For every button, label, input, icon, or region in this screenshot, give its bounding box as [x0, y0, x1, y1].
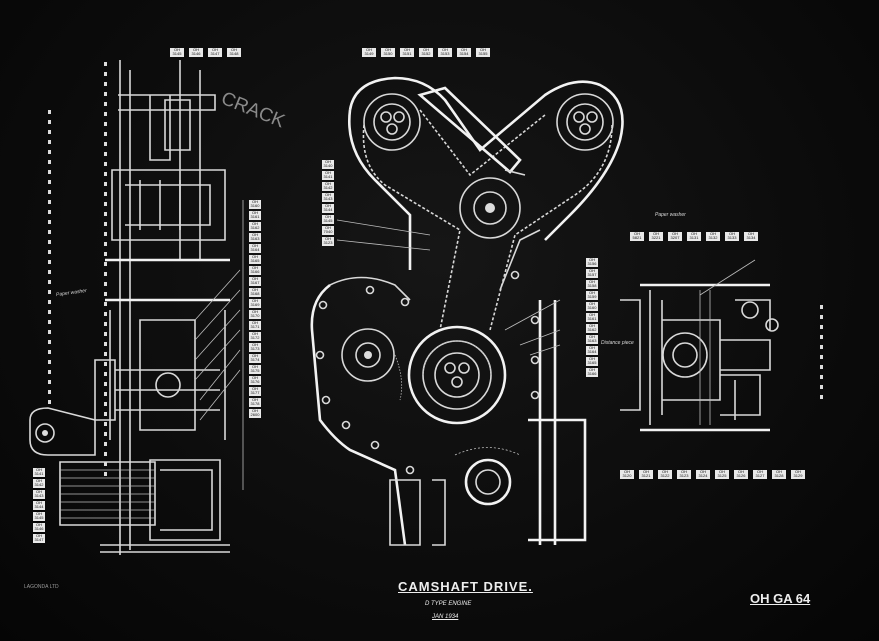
- distance-piece-note: Distance piece: [601, 340, 634, 346]
- callout: OH 3160: [586, 301, 598, 311]
- callout: OH 3160: [249, 199, 261, 209]
- callout: OH 3122: [658, 470, 672, 479]
- bottom-left-callouts: OH 3141 OH 3142 OH 3143 OH 3144 OH 3145 …: [33, 468, 45, 543]
- callout: OH 3142: [33, 478, 45, 488]
- left-middle-callouts: OH 3160 OH 3161 OH 3162 OH 3163 OH 3164 …: [249, 200, 261, 418]
- right-edge-ticks: [820, 305, 823, 399]
- callout: OH 3150: [381, 48, 395, 57]
- callout: OH 3177: [249, 386, 261, 396]
- right-mid-callouts: OH 3156 OH 3157 OH 3158 OH 3159 OH 3160 …: [586, 258, 598, 377]
- callout: OH 3158: [586, 279, 598, 289]
- callout: OH 3121: [639, 470, 653, 479]
- callout: OH 3166: [586, 367, 598, 377]
- callout: OH 3169: [249, 298, 261, 308]
- callout: OH 3148: [227, 48, 241, 57]
- drawing-number: OH GA 64: [750, 591, 811, 606]
- callout: OH 3166: [249, 265, 261, 275]
- drawing-subtitle: D TYPE ENGINE: [425, 601, 472, 607]
- callout: OH 3134: [744, 232, 758, 241]
- callout: OH 3123: [677, 470, 691, 479]
- callout: OH 3164: [249, 243, 261, 253]
- callout: OH 3146: [189, 48, 203, 57]
- callout: OH 3170: [249, 309, 261, 319]
- callout: OH 3221: [649, 232, 663, 241]
- callout: OH 3147: [208, 48, 222, 57]
- callout: OH 3131: [687, 232, 701, 241]
- callout: OH 3140: [322, 159, 334, 169]
- callout: OH 3172: [249, 331, 261, 341]
- left-sectional-view: [29, 60, 241, 555]
- callout: OH 3152: [419, 48, 433, 57]
- callout: OH 3141: [322, 170, 334, 180]
- callout: OH 3133: [725, 232, 739, 241]
- top-center-callouts: OH 3149 OH 3150 OH 3151 OH 3152 OH 3153 …: [362, 48, 490, 57]
- callout: OH 3167: [249, 276, 261, 286]
- callout: OH 3207: [668, 232, 682, 241]
- center-callouts: OH 3140 OH 3141 OH 3142 OH 3143 OH 3144 …: [322, 160, 334, 246]
- drawing-date: JAN 1934: [432, 614, 459, 620]
- paper-washer-note-right: Paper washer: [655, 212, 686, 218]
- callout: OH 3141: [33, 467, 45, 477]
- callout: OH 3125: [715, 470, 729, 479]
- callout: OH 3165: [586, 356, 598, 366]
- callout: OH 3165: [249, 254, 261, 264]
- callout: OH 3162: [249, 221, 261, 231]
- callout: OH 3132: [706, 232, 720, 241]
- callout: OH 3145: [170, 48, 184, 57]
- top-left-callouts: OH 3145 OH 3146 OH 3147 OH 3148: [170, 48, 241, 57]
- callout: OH 3142: [322, 181, 334, 191]
- callout: OH 3176: [249, 375, 261, 385]
- callout: OH 3157: [586, 268, 598, 278]
- callout: OH 3168: [249, 287, 261, 297]
- callout: OH 3149: [362, 48, 376, 57]
- company-stamp: LAGONDA LTD: [24, 584, 59, 590]
- callout: OH 3129: [791, 470, 805, 479]
- right-top-callouts: OH 5821 OH 3221 OH 3207 OH 3131 OH 3132 …: [630, 232, 758, 241]
- callout: OH 3156: [586, 257, 598, 267]
- callout: OH 3164: [586, 345, 598, 355]
- callout: OH 3175: [249, 364, 261, 374]
- callout: OH 3151: [400, 48, 414, 57]
- right-bottom-callouts: OH 3120 OH 3121 OH 3122 OH 3123 OH 3124 …: [620, 470, 805, 479]
- callout: OH 3127: [753, 470, 767, 479]
- callout: OH 3126: [734, 470, 748, 479]
- callout: OH 2600: [249, 408, 261, 418]
- timing-chain-assembly: [310, 76, 624, 546]
- callout: OH 3144: [33, 500, 45, 510]
- callout: OH 3123: [322, 236, 334, 246]
- callout: OH 3173: [249, 342, 261, 352]
- callout: OH 3120: [620, 470, 634, 479]
- callout: OH 3162: [586, 323, 598, 333]
- callout: OH 3174: [249, 353, 261, 363]
- callout: OH 3128: [772, 470, 786, 479]
- callout: OH 3145: [322, 214, 334, 224]
- callout: OH 3155: [476, 48, 490, 57]
- callout: OH 3161: [586, 312, 598, 322]
- callout: OH 3171: [249, 320, 261, 330]
- left-edge-ticks: [48, 110, 51, 404]
- callout: OH 3161: [249, 210, 261, 220]
- callout: OH 3146: [33, 522, 45, 532]
- left-inner-ticks: [104, 62, 107, 476]
- callout: OH 7040: [322, 225, 334, 235]
- right-sectional-view: [620, 259, 779, 432]
- callout: OH 3143: [33, 489, 45, 499]
- callout: OH 5821: [630, 232, 644, 241]
- callout: OH 3124: [696, 470, 710, 479]
- callout: OH 3163: [249, 232, 261, 242]
- callout: OH 3163: [586, 334, 598, 344]
- callout: OH 3159: [586, 290, 598, 300]
- callout: OH 3178: [249, 397, 261, 407]
- callout: OH 3153: [438, 48, 452, 57]
- callout: OH 3144: [322, 203, 334, 213]
- callout: OH 3154: [457, 48, 471, 57]
- callout: OH 3145: [33, 511, 45, 521]
- callout: OH 3143: [322, 192, 334, 202]
- drawing-title: CAMSHAFT DRIVE.: [398, 579, 533, 594]
- callout: OH 3147: [33, 533, 45, 543]
